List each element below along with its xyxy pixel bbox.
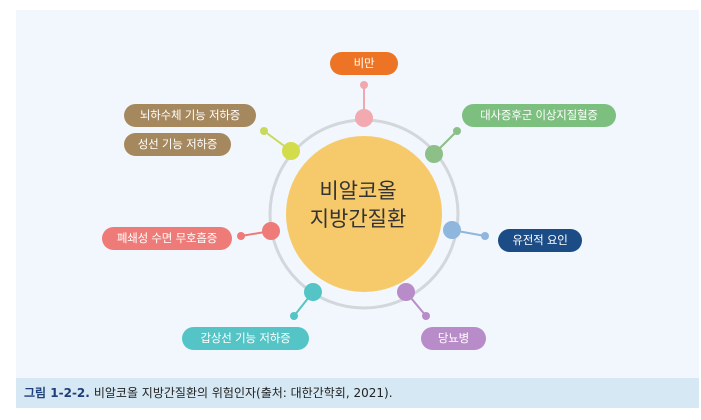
label-genetic: 유전적 요인 xyxy=(498,229,582,252)
risk-factor-diagram xyxy=(237,81,489,320)
label-growth: 뇌하수체 기능 저하증 xyxy=(124,104,256,127)
label-metabolic: 대사증후군 이상지질혈증 xyxy=(462,104,616,127)
label-gonad: 성선 기능 저하증 xyxy=(124,133,231,156)
figure-number: 그림 1-2-2. xyxy=(24,386,90,400)
node-gonad xyxy=(282,142,300,160)
caption-bar: 그림 1-2-2.비알코올 지방간질환의 위험인자(출처: 대한간학회, 202… xyxy=(16,378,699,408)
label-apnea: 폐쇄성 수면 무호흡증 xyxy=(102,227,232,250)
dot-metabolic xyxy=(453,127,461,135)
label-diabetes: 당뇨병 xyxy=(421,327,486,350)
node-obesity xyxy=(355,109,373,127)
dot-genetic xyxy=(481,232,489,240)
figure: 비알코올 지방간질환 비만 대사증후군 이상지질혈증 뇌하수체 기능 저하증 성… xyxy=(16,10,699,408)
center-label-line1: 비알코올 xyxy=(319,179,397,203)
node-thyroid xyxy=(304,283,322,301)
figure-caption: 그림 1-2-2.비알코올 지방간질환의 위험인자(출처: 대한간학회, 202… xyxy=(24,378,393,408)
dot-apnea xyxy=(237,232,245,240)
node-apnea xyxy=(262,222,280,240)
figure-caption-text: 비알코올 지방간질환의 위험인자(출처: 대한간학회, 2021). xyxy=(93,386,393,400)
node-genetic xyxy=(443,221,461,239)
center-disc xyxy=(286,136,442,292)
label-obesity: 비만 xyxy=(330,52,398,75)
dot-diabetes xyxy=(422,312,430,320)
dot-thyroid xyxy=(290,312,298,320)
node-diabetes xyxy=(397,283,415,301)
label-thyroid: 갑상선 기능 저하증 xyxy=(182,327,309,350)
dot-obesity xyxy=(360,81,368,89)
center-label-line2: 지방간질환 xyxy=(309,207,407,231)
dot-gonad xyxy=(260,127,268,135)
center-label: 비알코올 지방간질환 xyxy=(286,177,430,233)
node-metabolic xyxy=(425,145,443,163)
